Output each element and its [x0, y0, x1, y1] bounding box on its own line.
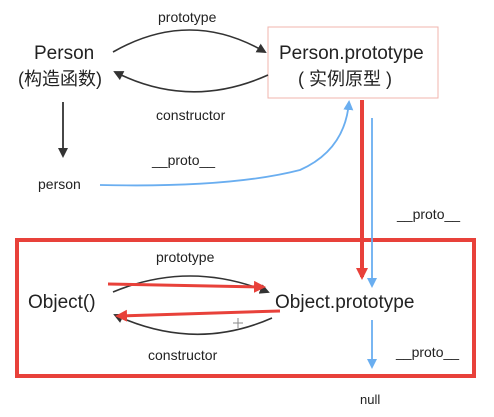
person-prototype-box [267, 26, 439, 99]
arrow-objectproto-to-object-red [115, 309, 281, 322]
node-null: null [360, 392, 381, 407]
edge-label-constructor-top: constructor [156, 107, 226, 123]
node-person-prototype-subtitle: ( 实例原型 ) [298, 69, 392, 89]
node-person-subtitle: (构造函数) [18, 69, 102, 89]
arrow-prototype-to-person-constructor [113, 71, 269, 93]
edge-label-prototype-top: prototype [158, 9, 217, 25]
edge-label-proto-instance: __proto__ [152, 152, 216, 168]
arrow-object-to-prototype-red [107, 280, 266, 293]
node-person-prototype-name: Person.prototype [279, 43, 424, 64]
node-person-instance: person [38, 176, 81, 192]
arrow-objectproto-to-object-constructor [113, 313, 273, 336]
arrow-person-to-prototype [112, 29, 267, 54]
object-section-highlight-box [15, 238, 476, 378]
edge-label-prototype-object: prototype [156, 249, 215, 265]
node-object-prototype: Object.prototype [275, 292, 415, 313]
arrow-instance-proto-to-person-prototype [99, 100, 354, 187]
node-person-name: Person [34, 43, 95, 64]
edge-label-proto-person-prototype: __proto__ [397, 206, 461, 222]
edge-label-proto-object-prototype: __proto__ [396, 344, 460, 360]
cursor-crosshair-icon [233, 318, 243, 328]
edge-label-constructor-object: constructor [148, 347, 218, 363]
node-object: Object() [28, 292, 96, 313]
